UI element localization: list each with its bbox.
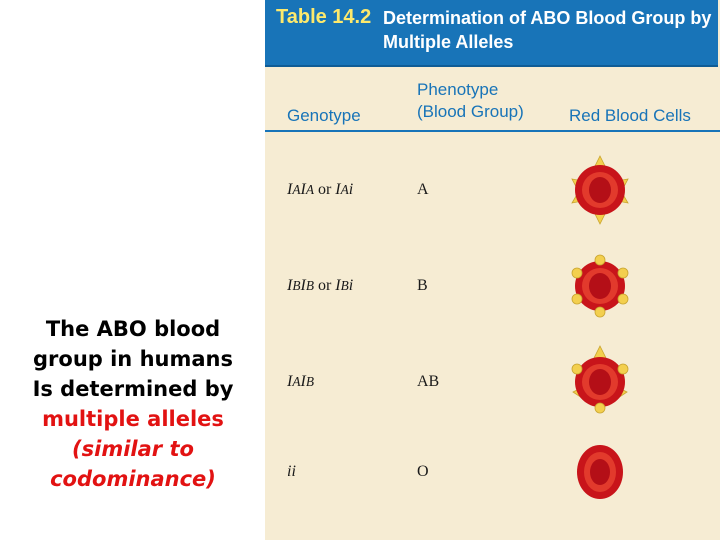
allele-superscript: B	[340, 278, 349, 293]
table-row: ii O	[265, 424, 720, 520]
column-header-red-cells: Red Blood Cells	[569, 106, 691, 125]
phenotype-header-line2: (Blood Group)	[417, 102, 524, 121]
phenotype-cell: O	[417, 463, 429, 480]
allele-superscript: A	[340, 182, 349, 197]
phenotype-cell: B	[417, 277, 428, 294]
caption-line: group in humans	[33, 347, 233, 371]
allele: I	[300, 373, 306, 390]
or-word: or	[317, 277, 332, 294]
allele: ii	[287, 463, 296, 480]
table-number: Table 14.2	[276, 6, 372, 28]
allele-superscript: B	[305, 278, 314, 293]
red-blood-cell-a	[565, 142, 635, 238]
caption-line: The ABO blood	[45, 317, 221, 341]
phenotype-cell: A	[417, 181, 429, 198]
caption-line: Is determined by	[32, 377, 234, 401]
allele: I	[287, 181, 293, 198]
caption-highlight: (similar to	[72, 437, 194, 461]
allele: I	[300, 181, 306, 198]
allele-superscript: B	[305, 374, 314, 389]
column-headers: Genotype Phenotype (Blood Group) Red Blo…	[265, 65, 720, 132]
allele-superscript: A	[305, 182, 314, 197]
caption-highlight: multiple alleles	[42, 407, 224, 431]
allele: I	[287, 277, 293, 294]
allele: i	[348, 277, 354, 294]
allele: i	[348, 181, 354, 198]
allele: I	[287, 373, 293, 390]
red-cell-triangles-circles-icon	[571, 345, 629, 414]
caption-highlight: codominance)	[50, 467, 216, 491]
red-cell-triangles-icon	[571, 155, 629, 225]
blood-group-table: Table 14.2 Determination of ABO Blood Gr…	[265, 0, 720, 540]
allele-superscript: B	[292, 278, 301, 293]
or-word: or	[317, 181, 332, 198]
column-header-phenotype: Phenotype (Blood Group)	[417, 79, 524, 123]
allele-superscript: A	[292, 182, 301, 197]
red-blood-cell-b	[565, 238, 635, 334]
table-header: Table 14.2 Determination of ABO Blood Gr…	[265, 0, 718, 67]
allele: I	[300, 277, 306, 294]
allele: I	[335, 181, 341, 198]
red-blood-cell-o	[565, 424, 635, 520]
column-header-genotype: Genotype	[287, 106, 361, 125]
allele: I	[335, 277, 341, 294]
genotype-cell: ii	[287, 424, 296, 520]
allele-superscript: A	[292, 374, 301, 389]
caption: The ABO blood group in humans Is determi…	[8, 314, 258, 494]
table-title: Determination of ABO Blood Group by Mult…	[383, 8, 712, 52]
phenotype-cell: AB	[417, 373, 440, 390]
red-cell-plain-icon	[577, 445, 623, 499]
phenotype-header-line1: Phenotype	[417, 80, 499, 99]
red-blood-cell-ab	[565, 334, 635, 430]
red-cell-circles-icon	[571, 254, 629, 318]
